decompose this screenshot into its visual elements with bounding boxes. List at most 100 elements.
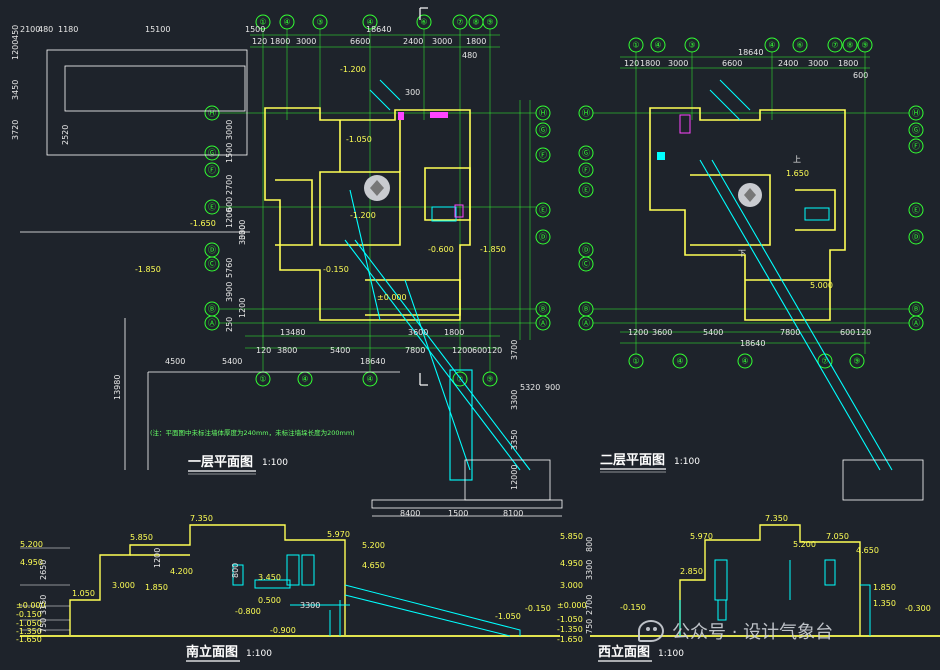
- dims-bottom-2: 1200 3600 5400 18640 7800 600 120: [628, 328, 871, 348]
- fixtures: [364, 112, 464, 222]
- svg-text:⑨: ⑨: [486, 18, 493, 27]
- watermark: 公众号 · 设计气象台: [638, 617, 833, 645]
- svg-text:1200: 1200: [238, 298, 247, 318]
- svg-text:Ⓔ: Ⓔ: [539, 206, 547, 215]
- svg-text:3000: 3000: [432, 37, 452, 46]
- svg-text:6600: 6600: [722, 59, 742, 68]
- svg-text:④: ④: [301, 375, 308, 384]
- svg-text:-1.650: -1.650: [190, 219, 216, 228]
- plan-note: (注：平面图中未标注墙体厚度为240mm，未标注墙垛长度为200mm): [150, 428, 355, 437]
- svg-text:④: ④: [283, 18, 290, 27]
- south-openings: [232, 554, 521, 637]
- svg-text:600: 600: [853, 71, 868, 80]
- plan-second-floor: ① ④ ③ ④ ⑥ ⑦ ⑧ ⑨ ① ④ ④ ⑦ ⑨ Ⓗ Ⓖ Ⓕ Ⓔ Ⓓ Ⓒ Ⓑ …: [578, 37, 924, 501]
- svg-text:8100: 8100: [503, 509, 523, 518]
- svg-text:-0.600: -0.600: [428, 245, 454, 254]
- wechat-logo-icon: [638, 620, 664, 642]
- svg-text:1.850: 1.850: [145, 583, 168, 592]
- svg-text:Ⓖ: Ⓖ: [539, 126, 547, 135]
- svg-text:5.850: 5.850: [130, 533, 153, 542]
- svg-text:6600: 6600: [350, 37, 370, 46]
- svg-text:13980: 13980: [113, 375, 122, 400]
- dims-misc: 4500 5400 13980 8400 1500 8100 5320 900 …: [113, 51, 560, 518]
- svg-text:3300: 3300: [510, 390, 519, 410]
- dims-left: 1200 450 3450 3720 2520 3000 1500 2700 6…: [11, 25, 247, 332]
- svg-text:4.650: 4.650: [362, 561, 385, 570]
- stair-ramp-2: [699, 79, 893, 471]
- svg-text:-0.300: -0.300: [905, 604, 931, 613]
- svg-text:3900: 3900: [225, 282, 234, 302]
- svg-text:1180: 1180: [58, 25, 78, 34]
- dims-top-2: 18640 120 1800 3000 6600 2400 3000 1800 …: [624, 48, 868, 80]
- svg-text:-0.150: -0.150: [16, 610, 42, 619]
- svg-text:1200: 1200: [225, 208, 234, 228]
- svg-text:Ⓑ: Ⓑ: [539, 305, 547, 314]
- svg-text:④: ④: [768, 41, 775, 50]
- svg-text:7.350: 7.350: [765, 514, 788, 523]
- svg-text:1200: 1200: [11, 40, 20, 60]
- elevation-south: 7.350 5.850 5.970 5.200 4.950 4.200 3.00…: [16, 514, 560, 662]
- svg-text:3450: 3450: [11, 80, 20, 100]
- svg-text:西立面图: 西立面图: [598, 644, 650, 660]
- svg-text:-1.850: -1.850: [480, 245, 506, 254]
- svg-text:南立面图: 南立面图: [186, 644, 238, 660]
- svg-text:-1.650: -1.650: [557, 635, 583, 644]
- svg-text:-1.350: -1.350: [16, 627, 42, 636]
- title-south: 南立面图 1:100: [186, 644, 272, 662]
- svg-text:-1.200: -1.200: [350, 211, 376, 220]
- grid-lines-2: [593, 52, 909, 354]
- svg-text:18640: 18640: [740, 339, 765, 348]
- svg-text:750: 750: [585, 619, 594, 634]
- svg-text:Ⓗ: Ⓗ: [539, 109, 547, 118]
- svg-text:1500: 1500: [245, 25, 265, 34]
- svg-text:Ⓔ: Ⓔ: [582, 186, 590, 195]
- svg-text:3000: 3000: [668, 59, 688, 68]
- title-plan2: 二层平面图 1:100: [600, 453, 700, 473]
- svg-text:-0.150: -0.150: [323, 265, 349, 274]
- svg-text:5.200: 5.200: [793, 540, 816, 549]
- svg-text:1.350: 1.350: [873, 599, 896, 608]
- title-west: 西立面图 1:100: [598, 644, 684, 662]
- svg-text:Ⓗ: Ⓗ: [582, 109, 590, 118]
- svg-text:2100: 2100: [20, 25, 40, 34]
- svg-text:3600: 3600: [408, 328, 428, 337]
- building-walls-2: [649, 107, 846, 321]
- svg-text:④: ④: [741, 357, 748, 366]
- svg-text:750: 750: [39, 618, 48, 633]
- svg-text:120: 120: [487, 346, 502, 355]
- svg-text:120: 120: [856, 328, 871, 337]
- svg-text:1800: 1800: [270, 37, 290, 46]
- svg-text:7.350: 7.350: [190, 514, 213, 523]
- svg-text:4.650: 4.650: [856, 546, 879, 555]
- svg-text:3300: 3300: [238, 220, 247, 240]
- svg-text:7800: 7800: [780, 328, 800, 337]
- svg-text:900: 900: [545, 383, 560, 392]
- svg-text:1800: 1800: [640, 59, 660, 68]
- stair-down-label: 下: [738, 249, 746, 258]
- svg-text:800: 800: [585, 537, 594, 552]
- svg-text:-1.200: -1.200: [340, 65, 366, 74]
- svg-text:5.970: 5.970: [327, 530, 350, 539]
- svg-text:Ⓒ: Ⓒ: [582, 260, 590, 269]
- svg-text:1:100: 1:100: [674, 457, 700, 467]
- svg-text:⑦: ⑦: [821, 357, 828, 366]
- svg-text:二层平面图: 二层平面图: [600, 453, 665, 468]
- svg-text:4.200: 4.200: [170, 567, 193, 576]
- stair-up-label: 上: [793, 155, 801, 164]
- south-details: [20, 547, 70, 631]
- axis-bubbles-side: Ⓗ Ⓖ Ⓕ Ⓔ Ⓓ Ⓒ Ⓑ Ⓐ Ⓗ Ⓖ Ⓕ Ⓔ Ⓓ Ⓑ Ⓐ: [204, 105, 551, 331]
- svg-text:3.000: 3.000: [112, 581, 135, 590]
- svg-text:Ⓔ: Ⓔ: [912, 206, 920, 215]
- svg-text:5400: 5400: [703, 328, 723, 337]
- svg-text:1.050: 1.050: [72, 589, 95, 598]
- svg-text:Ⓑ: Ⓑ: [208, 305, 216, 314]
- south-levels: 7.350 5.850 5.970 5.200 4.950 4.200 3.00…: [16, 514, 551, 644]
- svg-text:-1.050: -1.050: [16, 619, 42, 628]
- svg-text:⑨: ⑨: [486, 375, 493, 384]
- svg-text:④: ④: [366, 18, 373, 27]
- svg-text:18640: 18640: [738, 48, 763, 57]
- svg-text:⑥: ⑥: [796, 41, 803, 50]
- svg-text:Ⓐ: Ⓐ: [539, 319, 547, 328]
- svg-text:Ⓖ: Ⓖ: [912, 126, 920, 135]
- svg-text:1200: 1200: [628, 328, 648, 337]
